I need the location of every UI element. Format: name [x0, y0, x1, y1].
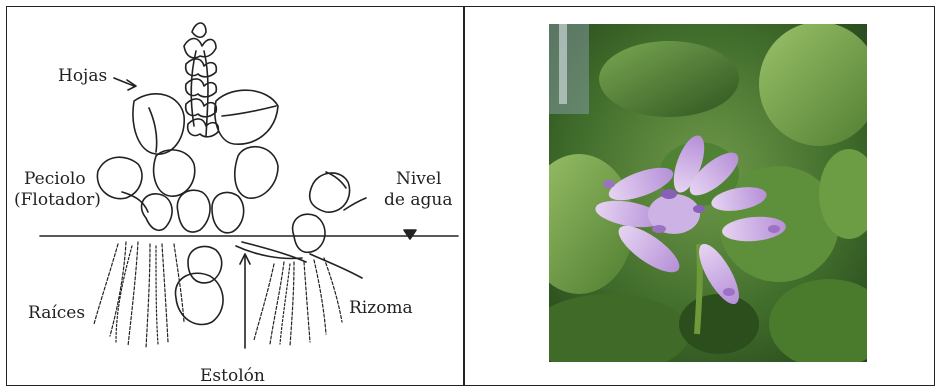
- label-peciolo: Peciolo: [24, 169, 86, 189]
- rhizome-bulb: [175, 273, 223, 324]
- leaf-mid-left: [97, 157, 142, 198]
- label-rizoma: Rizoma: [349, 298, 413, 318]
- water-hyacinth-photo: [549, 24, 867, 362]
- label-raices: Raíces: [28, 303, 85, 323]
- leaf-right: [310, 173, 350, 212]
- label-estolon: Estolón: [200, 366, 265, 386]
- photo-illustration: [549, 24, 867, 362]
- plant-diagram-panel: Hojas Peciolo (Flotador) Nivel de agua R…: [6, 6, 463, 386]
- label-de-agua: de agua: [384, 190, 452, 210]
- float-right: [293, 214, 325, 252]
- roots-right: [254, 258, 342, 346]
- leaf-upper-left: [133, 94, 184, 154]
- float-left: [142, 194, 173, 230]
- plant-photo-panel: [465, 6, 935, 386]
- water-level-marker: [404, 230, 416, 239]
- label-flotador: (Flotador): [14, 190, 101, 210]
- label-hojas: Hojas: [58, 66, 107, 86]
- leaf-upper-right: [215, 90, 278, 144]
- flower-spike: [184, 23, 218, 137]
- roots-left: [94, 242, 184, 348]
- label-nivel: Nivel: [396, 169, 441, 189]
